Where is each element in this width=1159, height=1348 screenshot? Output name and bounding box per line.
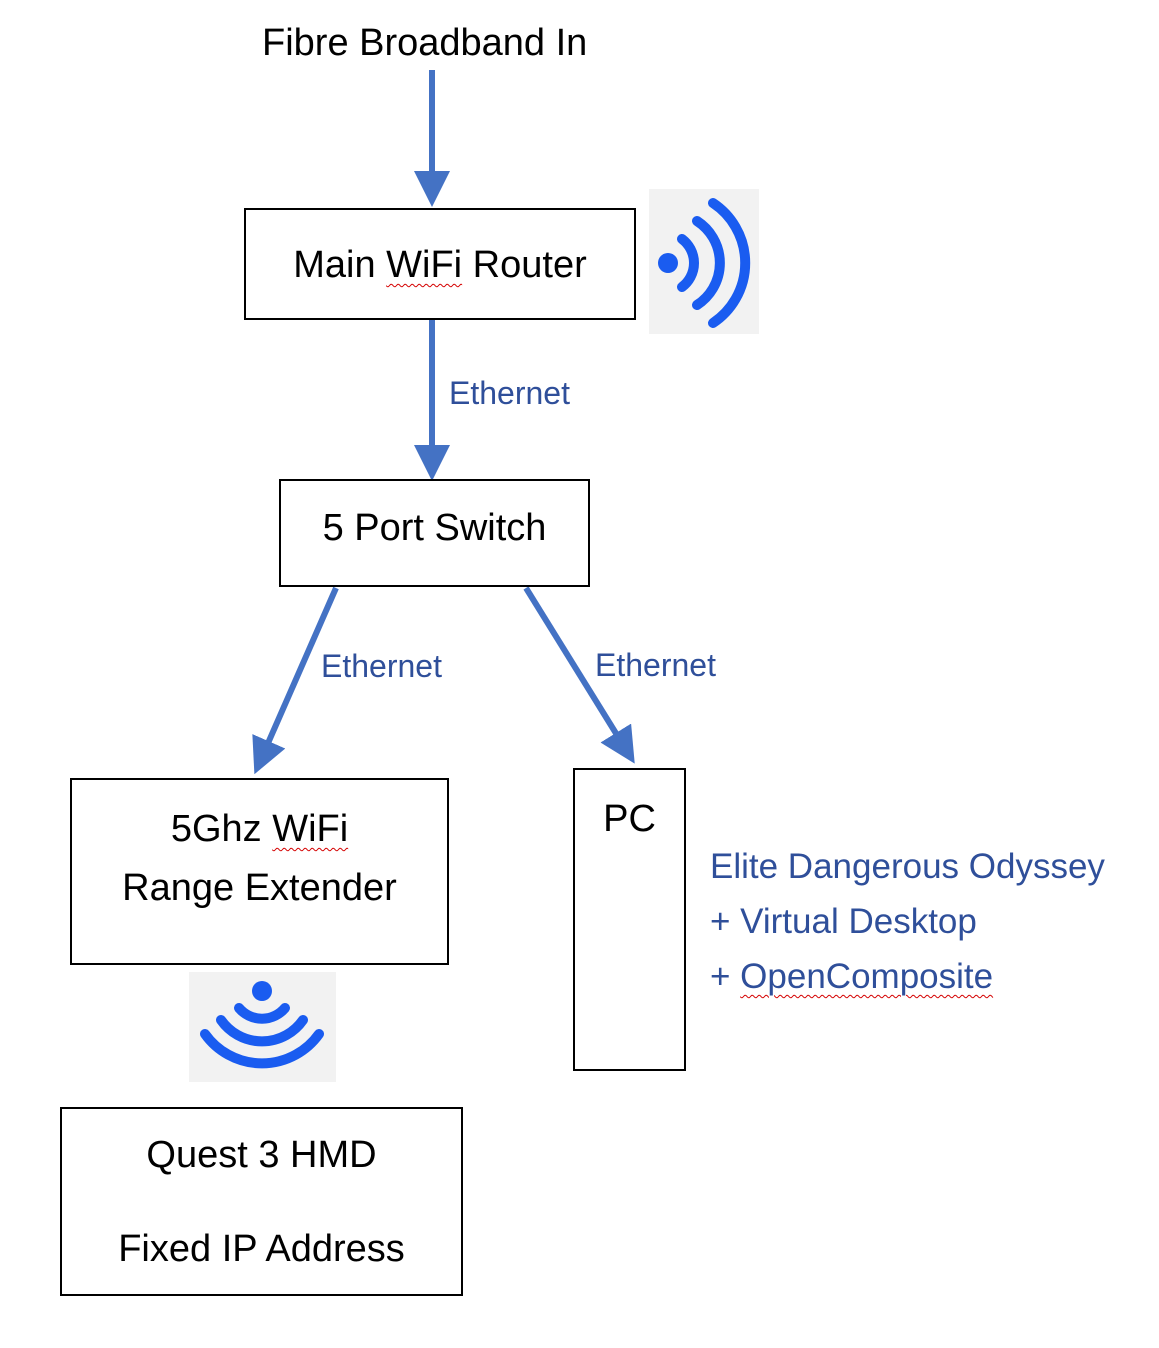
software-line-virtual-desktop: + Virtual Desktop xyxy=(710,902,977,941)
extender-wifi-icon xyxy=(189,972,336,1082)
link-label-switch-extender: Ethernet xyxy=(321,648,442,684)
main-router-label: Main WiFi Router xyxy=(293,244,587,286)
pc-box: PC xyxy=(573,768,686,1071)
arrow-switch-to-extender xyxy=(252,586,339,775)
quest-hmd-box: Quest 3 HMD Fixed IP Address xyxy=(60,1107,463,1296)
switch-box: 5 Port Switch xyxy=(279,479,590,587)
quest-hmd-label: Quest 3 HMD xyxy=(146,1134,377,1176)
router-wifi-icon xyxy=(649,189,759,334)
main-router-box: Main WiFi Router xyxy=(244,208,636,320)
link-label-switch-pc: Ethernet xyxy=(595,647,716,683)
range-extender-line2: Range Extender xyxy=(122,867,397,909)
software-line-opencomposite: + OpenComposite xyxy=(710,957,994,996)
pc-label: PC xyxy=(603,798,656,840)
range-extender-line1: 5Ghz WiFi xyxy=(170,808,349,850)
diagram-title: Fibre Broadband In xyxy=(262,22,588,64)
arrow-switch-to-pc xyxy=(523,586,635,764)
software-line-elite: Elite Dangerous Odyssey xyxy=(710,847,1105,886)
link-label-router-switch: Ethernet xyxy=(449,375,570,411)
switch-label: 5 Port Switch xyxy=(322,507,547,549)
range-extender-box: 5Ghz WiFi Range Extender xyxy=(70,778,449,965)
quest-hmd-ip-label: Fixed IP Address xyxy=(118,1228,405,1270)
